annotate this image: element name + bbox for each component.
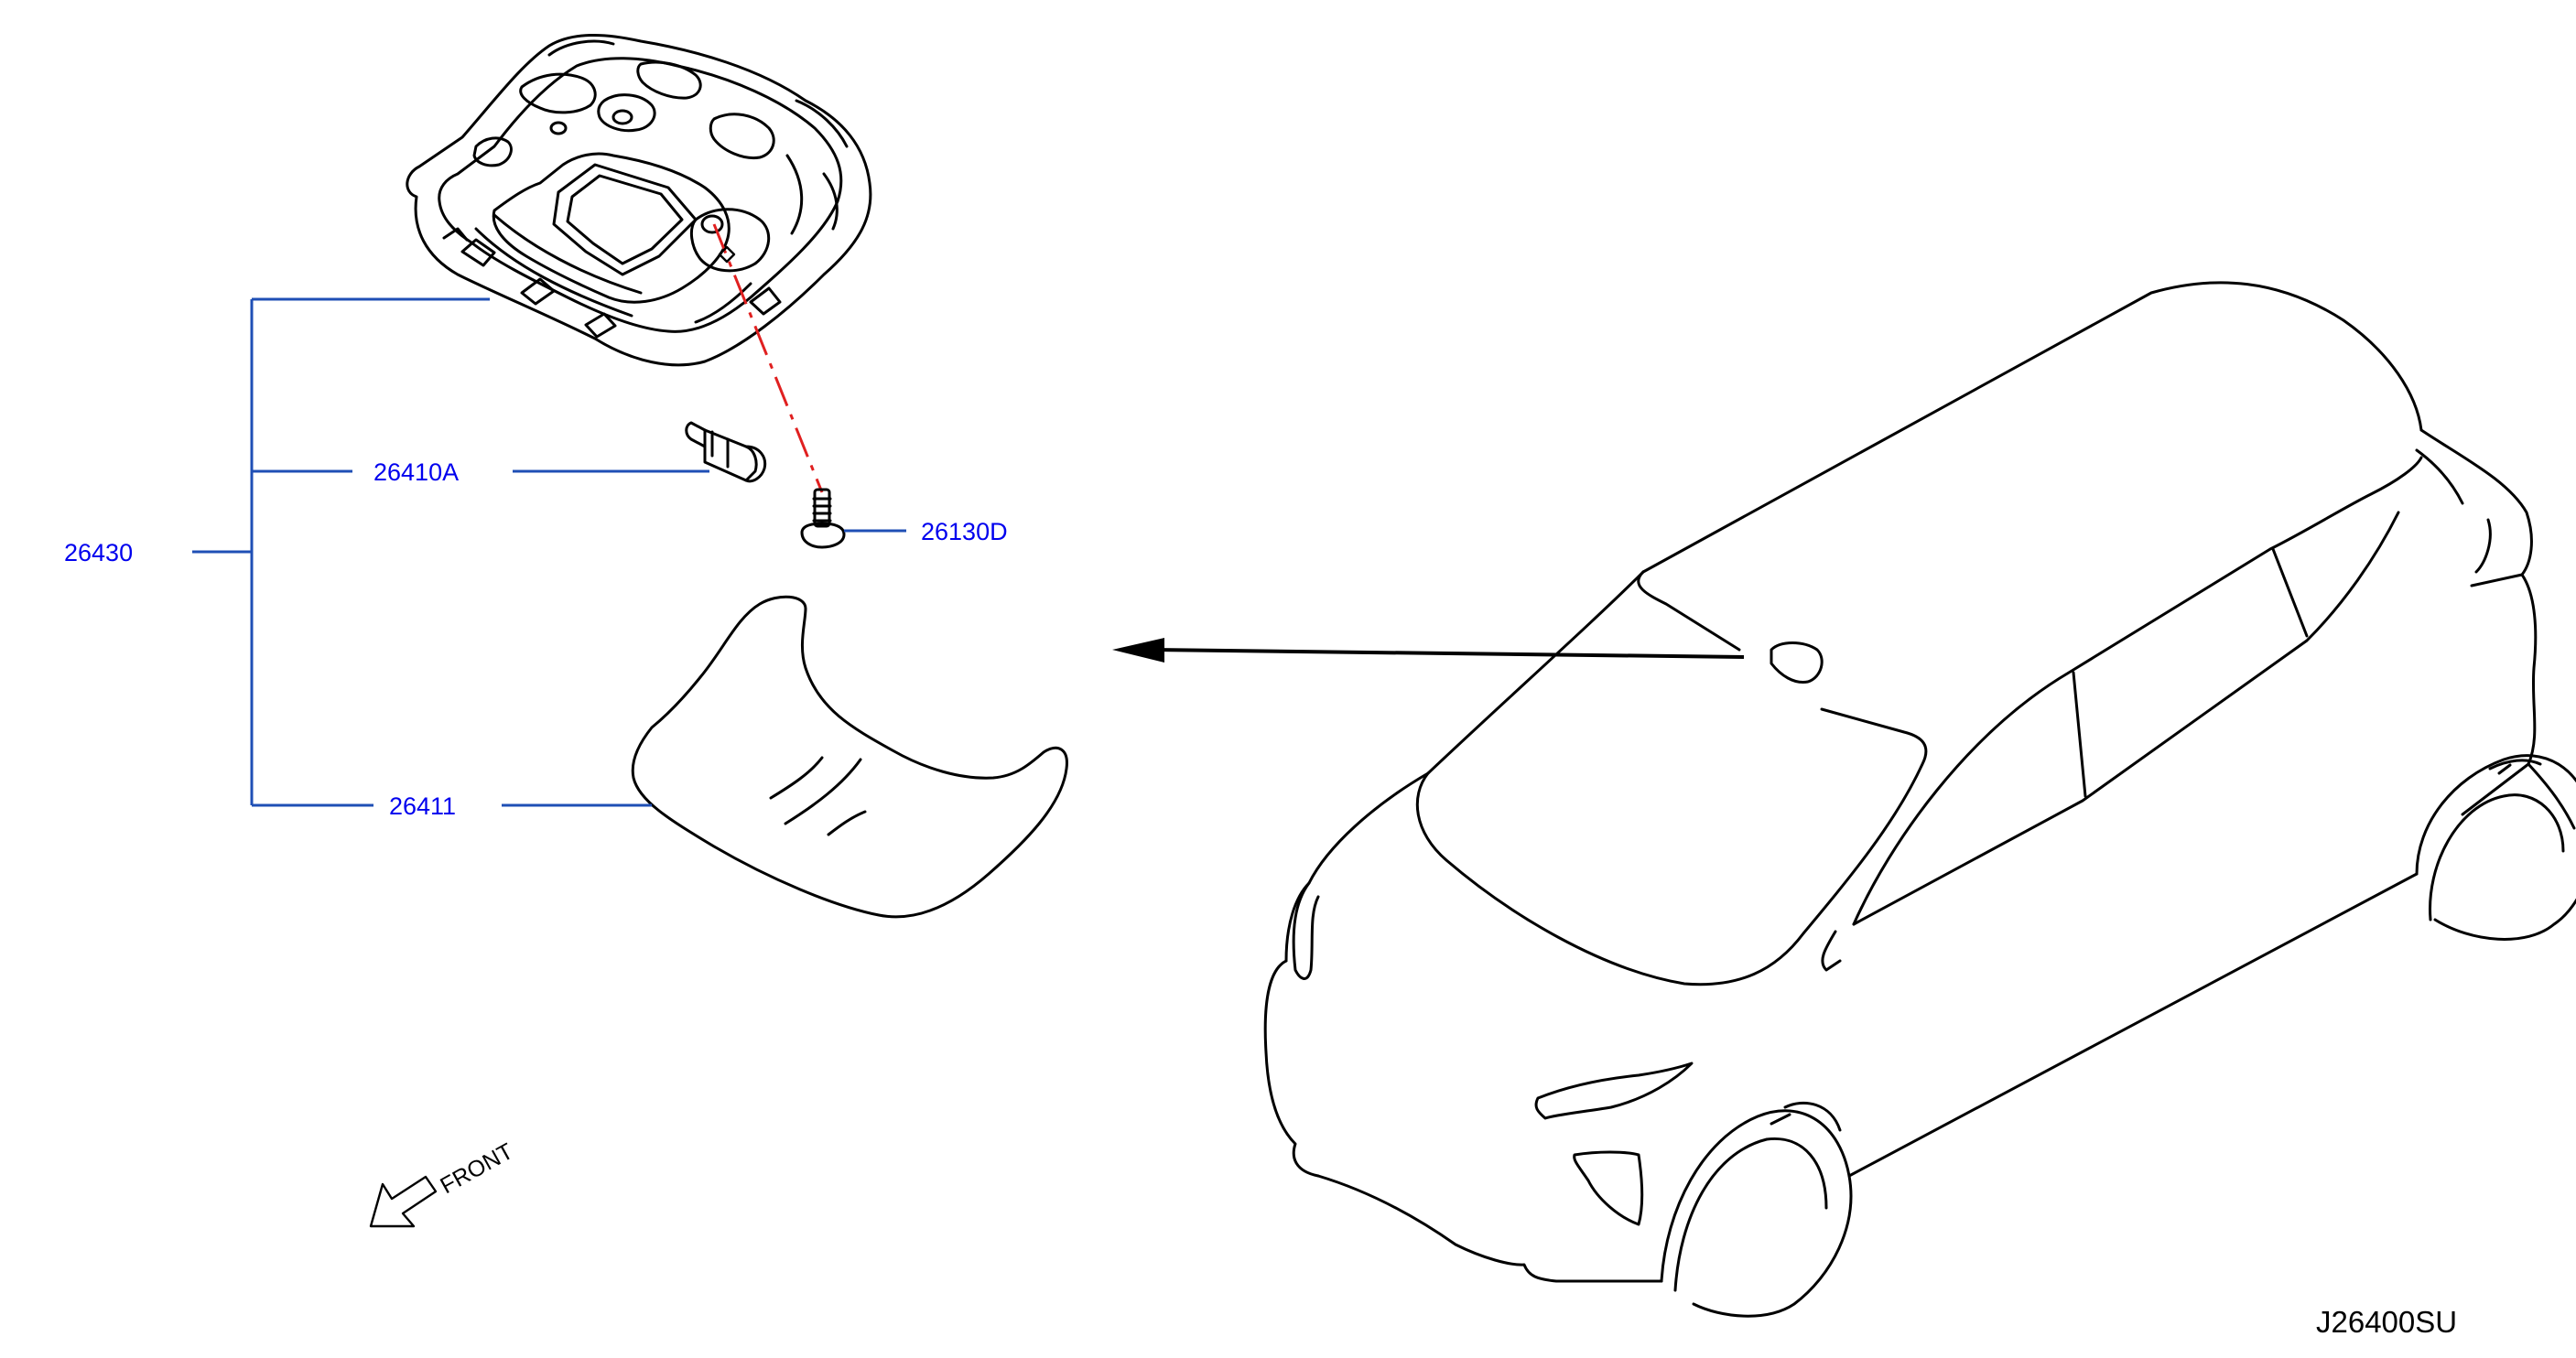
front-label: FRONT xyxy=(436,1138,517,1199)
label-assembly: 26430 xyxy=(64,539,133,566)
map-lamp-housing xyxy=(406,33,872,367)
screw-part xyxy=(800,488,846,549)
diagram-code: J26400SU xyxy=(2316,1305,2457,1339)
front-direction-indicator: FRONT xyxy=(369,1138,517,1228)
front-arrow-icon xyxy=(369,1175,438,1228)
location-arrow xyxy=(1112,638,1745,663)
vehicle-outline xyxy=(1263,281,2576,1318)
assembly-axis-line xyxy=(712,223,824,493)
bulb-part xyxy=(685,421,767,483)
label-bulb: 26410A xyxy=(373,458,459,486)
mount-boss xyxy=(718,245,736,264)
label-lens: 26411 xyxy=(389,792,456,820)
leader-lines xyxy=(192,297,906,807)
lens-part xyxy=(631,595,1068,919)
label-screw: 26130D xyxy=(921,518,1008,545)
